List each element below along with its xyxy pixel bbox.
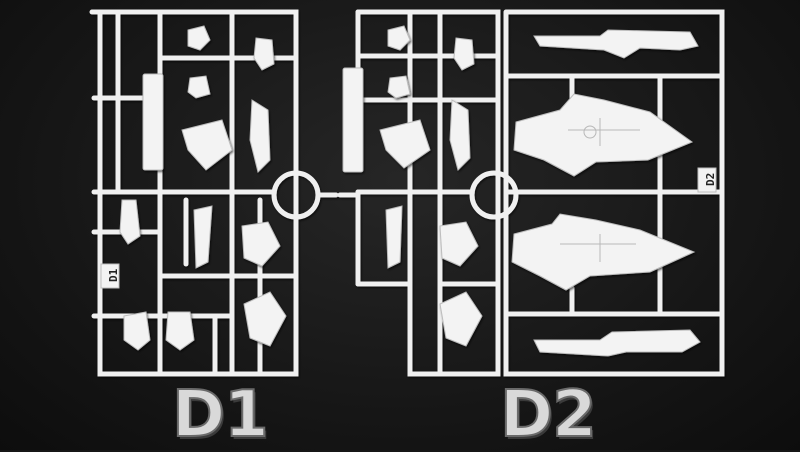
d1-small-part xyxy=(253,37,275,71)
d1-foot-part xyxy=(165,311,195,351)
d1-hand-part xyxy=(241,221,281,267)
d2-caption: D2 xyxy=(499,378,598,452)
d1-bracket-part xyxy=(181,119,233,171)
d2-rifle-part xyxy=(533,329,701,357)
d2-runner-frame xyxy=(337,9,725,377)
d1-tag-plate: D1 xyxy=(100,263,120,289)
d2-small-part xyxy=(387,25,411,51)
d2-hand-part xyxy=(439,221,479,267)
d2-shield-part xyxy=(511,213,696,291)
d2-shield-details xyxy=(560,118,640,262)
d1-blade-part xyxy=(249,99,271,173)
d1-long-part xyxy=(193,205,213,269)
d2-shield-part xyxy=(513,93,694,177)
d2-rifle-part xyxy=(533,29,699,59)
d2-long-plate xyxy=(342,67,364,173)
d1-parts xyxy=(119,25,287,351)
d1-foot-part xyxy=(123,311,151,351)
d2-long-part xyxy=(385,205,403,269)
d2-blade-part xyxy=(449,99,471,171)
d1-small-part xyxy=(187,25,211,51)
d2-bracket-part xyxy=(379,119,431,169)
d1-small-part xyxy=(187,75,211,99)
d2-small-part xyxy=(453,37,475,71)
d1-small-part xyxy=(119,199,141,245)
d1-long-plate xyxy=(142,73,164,171)
d2-hand-part xyxy=(439,291,483,347)
d2-small-part xyxy=(387,75,411,99)
d2-tag-plate: D2 xyxy=(697,167,717,193)
d1-hand-part xyxy=(243,291,287,347)
d1-caption: D1 xyxy=(171,378,270,452)
d2-parts xyxy=(342,25,701,357)
d1-sprue-tag: D1 xyxy=(107,268,120,282)
d2-sprue-tag: D2 xyxy=(704,173,717,186)
